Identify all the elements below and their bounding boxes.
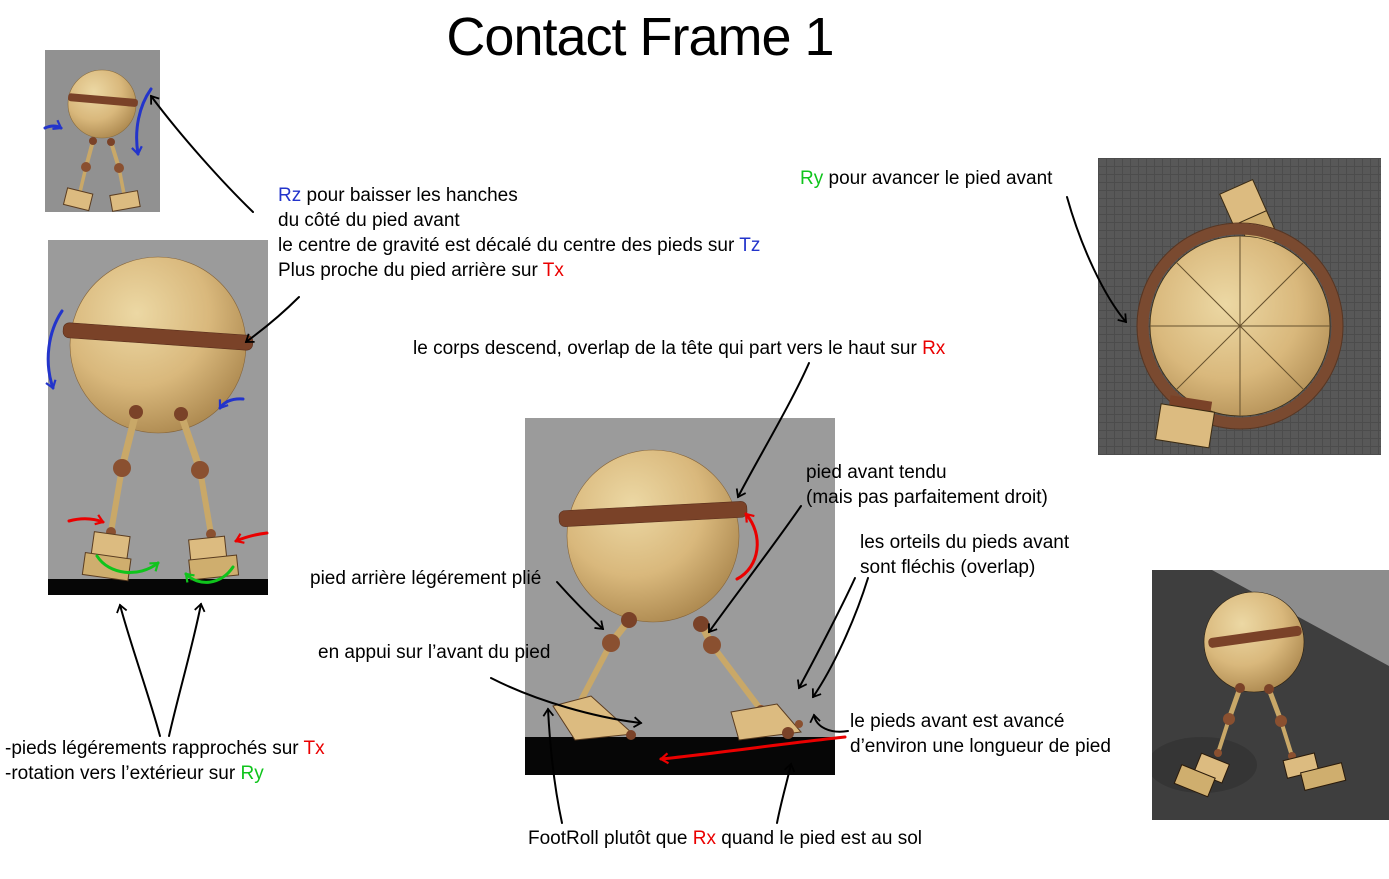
annotation-text-segment: -rotation vers l’extérieur sur (5, 763, 241, 784)
annotation-text-segment: le centre de gravité est décalé du centr… (278, 235, 740, 256)
annotation-text-segment: du côté du pied avant (278, 210, 460, 231)
annotation-line: en appui sur l’avant du pied (318, 640, 550, 665)
floor (48, 579, 268, 595)
annotation-toes-note: les orteils du pieds avant sont fléchis (… (860, 530, 1069, 580)
feet (62, 187, 141, 212)
ball-wireframe (1150, 236, 1330, 416)
annotation-front-leg-note: pied avant tendu (mais pas parfaitement d… (806, 460, 1048, 510)
floor (525, 737, 835, 775)
back-foot-top (1154, 395, 1216, 449)
annotation-text-segment: -pieds légérements rapprochés sur (5, 738, 304, 759)
annotation-text-segment: pied arrière légérement plié (310, 568, 542, 589)
annotation-line: les orteils du pieds avant (860, 530, 1069, 555)
annotation-text-segment: Tz (739, 235, 761, 256)
annotation-body-descend-note: le corps descend, overlap de la tête qui… (413, 336, 945, 361)
annotation-line: le corps descend, overlap de la tête qui… (413, 336, 945, 361)
annotation-back-leg-note: pied arrière légérement plié (310, 566, 541, 591)
annotation-text-segment: Plus proche du pied arrière sur (278, 260, 543, 281)
ball-band (1208, 625, 1302, 648)
annotation-text-segment: Rx (922, 338, 946, 359)
viewport-perspective (1152, 570, 1389, 820)
annotation-text-segment: pour avancer le pied avant (823, 168, 1053, 189)
character-contact-pose (525, 449, 835, 775)
annotation-line: Rz pour baisser les hanches (278, 183, 760, 208)
annotation-line: Ry pour avancer le pied avant (800, 166, 1052, 191)
arrow-feet-note-to-right-foot (168, 602, 206, 737)
back-leg (552, 612, 637, 741)
annotation-ry-forward-note: Ry pour avancer le pied avant (800, 166, 1052, 191)
character-front-large (48, 256, 268, 595)
arrow-feet-note-to-left-foot (116, 603, 161, 737)
character-front-small (62, 69, 141, 212)
annotation-line: sont fléchis (overlap) (860, 555, 1069, 580)
viewport-front-large (48, 240, 268, 595)
annotation-footroll-note: FootRoll plutôt que Rx quand le pied est… (528, 826, 922, 851)
annotation-text-segment: Tx (542, 260, 564, 281)
ball-band (68, 93, 138, 107)
back-foot (552, 695, 635, 741)
annotation-text-segment: sont fléchis (overlap) (860, 557, 1036, 578)
front-leg (693, 616, 803, 741)
legs (106, 405, 216, 539)
character-top-view (1136, 178, 1344, 449)
annotation-line: le pieds avant est avancé (850, 709, 1111, 734)
annotation-text-segment: les orteils du pieds avant (860, 532, 1070, 553)
character-perspective (1152, 570, 1389, 798)
annotation-support-note: en appui sur l’avant du pied (318, 640, 550, 665)
annotation-line: pied arrière légérement plié (310, 566, 541, 591)
annotation-text-segment: le corps descend, overlap de la tête qui… (413, 338, 923, 359)
ball-band-edge (1136, 222, 1344, 430)
annotation-line: -rotation vers l’extérieur sur Ry (5, 761, 325, 786)
arrow-smallview-to-hips-note (150, 94, 254, 213)
annotation-text-segment: Ry (240, 763, 264, 784)
annotation-text-segment: le pieds avant est avancé (850, 711, 1065, 732)
annotation-text-segment: quand le pied est au sol (716, 828, 922, 849)
annotation-advanced-note: le pieds avant est avancé d’environ une l… (850, 709, 1111, 759)
ball-body (566, 449, 740, 623)
annotation-line: -pieds légérements rapprochés sur Tx (5, 736, 325, 761)
feet (1173, 752, 1347, 798)
ball-band (1137, 223, 1343, 429)
annotation-line: pied avant tendu (806, 460, 1048, 485)
annotation-line: du côté du pied avant (278, 208, 760, 233)
annotation-line: (mais pas parfaitement droit) (806, 485, 1048, 510)
page-title: Contact Frame 1 (446, 7, 834, 67)
viewport-front-small (45, 50, 160, 212)
annotation-text-segment: pied avant tendu (806, 462, 947, 483)
annotation-text-segment: en appui sur l’avant du pied (318, 642, 551, 663)
legs (78, 137, 126, 196)
legs (1214, 683, 1296, 760)
viewport-top-view (1098, 158, 1381, 455)
feet (81, 531, 240, 582)
annotation-line: le centre de gravité est décalé du centr… (278, 233, 760, 258)
annotation-text-segment: Ry (800, 168, 824, 189)
annotation-text-segment: Tx (303, 738, 325, 759)
annotation-line: Plus proche du pied arrière sur Tx (278, 258, 760, 283)
annotation-text-segment: (mais pas parfaitement droit) (806, 487, 1048, 508)
annotation-line: FootRoll plutôt que Rx quand le pied est… (528, 826, 922, 851)
annotation-feet-adjust-note: -pieds légérements rapprochés sur Tx-rot… (5, 736, 325, 786)
annotation-line: d’environ une longueur de pied (850, 734, 1111, 759)
annotation-text-segment: pour baisser les hanches (301, 185, 518, 206)
viewport-side-contact (525, 418, 835, 775)
annotation-text-segment: Rx (692, 828, 716, 849)
annotation-text-segment: d’environ une longueur de pied (850, 736, 1111, 757)
annotation-text-segment: FootRoll plutôt que (528, 828, 693, 849)
annotation-text-segment: Rz (278, 185, 302, 206)
